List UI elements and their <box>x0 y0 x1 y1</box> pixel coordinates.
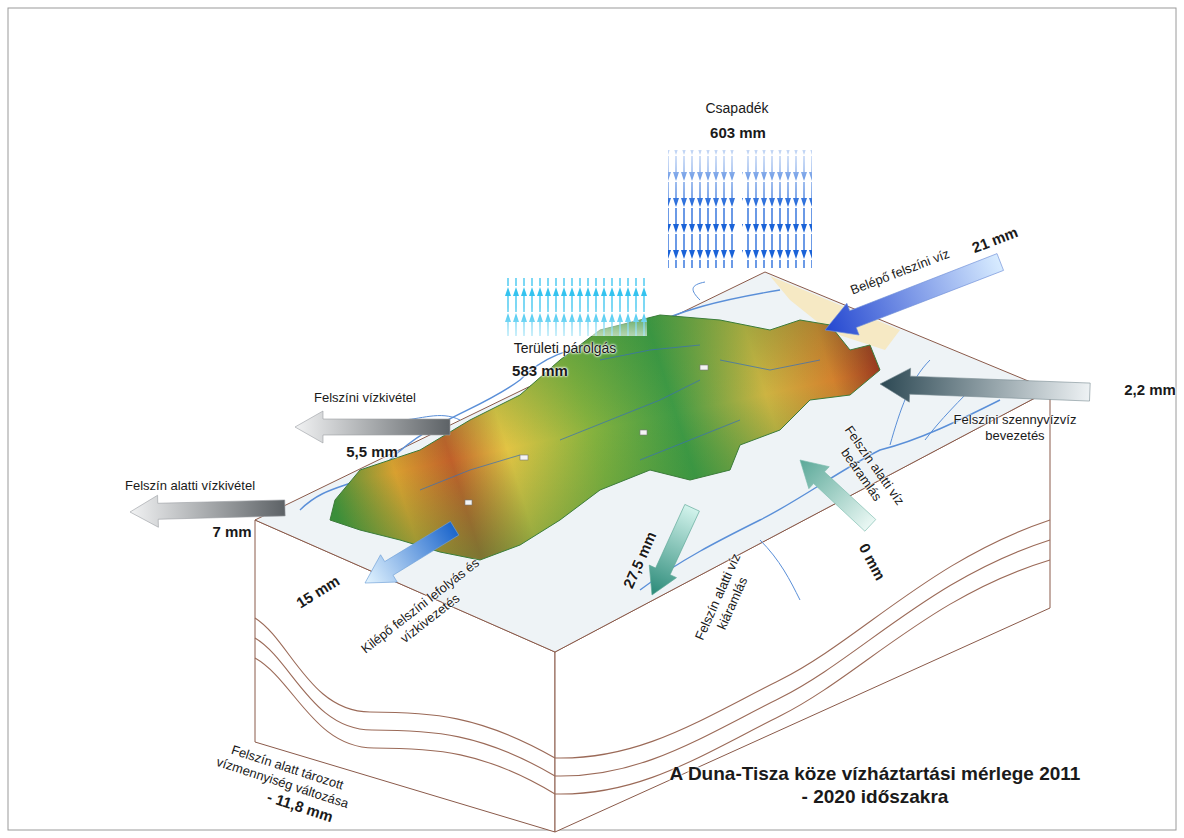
flow-value: 2,2 mm <box>1124 381 1176 399</box>
surface-abstraction-arrow <box>295 411 450 443</box>
flow-name: Csapadék <box>705 100 768 117</box>
flow-value: 5,5 mm <box>346 443 398 461</box>
flow-name: Felszíni vízkivétel <box>314 390 416 406</box>
town-markers <box>465 365 708 505</box>
flow-name: Kilépő felszíni lefolyás és vízkivezetés <box>352 550 497 673</box>
wastewater-arrow <box>879 367 1090 409</box>
flow-value: 7 mm <box>212 523 251 541</box>
flow-value: 603 mm <box>710 124 766 142</box>
flow-name: Felszín alatti víz beáramlás <box>818 408 918 532</box>
flow-name: Felszíni szennyvízvíz bevezetés <box>935 412 1095 443</box>
map-channels <box>420 345 820 490</box>
groundwater-abstraction-arrow <box>130 492 286 528</box>
precipitation-arrows <box>668 150 812 268</box>
diagram-title: A Duna-Tisza köze vízháztartási mérlege … <box>665 763 1085 809</box>
flow-value: 15 mm <box>293 572 343 612</box>
flow-value: 583 mm <box>512 362 568 380</box>
flow-value: 27,5 mm <box>620 529 661 591</box>
flow-name: Területi párolgás <box>514 340 617 357</box>
inflow-surface-arrow <box>819 246 1007 346</box>
map-shading <box>330 315 880 560</box>
top-face <box>255 272 1050 652</box>
flow-name: Belépő felszíni víz <box>848 246 951 298</box>
evaporation-arrows <box>505 278 647 336</box>
flow-name: Felszín alatti víz kiáramlás <box>684 534 765 665</box>
region-map <box>330 315 880 560</box>
flow-value: 0 mm <box>855 540 889 583</box>
river-network <box>300 282 1000 600</box>
flow-name: Felszín alatti vízkivétel <box>125 478 255 494</box>
flow-value: 21 mm <box>970 223 1021 257</box>
